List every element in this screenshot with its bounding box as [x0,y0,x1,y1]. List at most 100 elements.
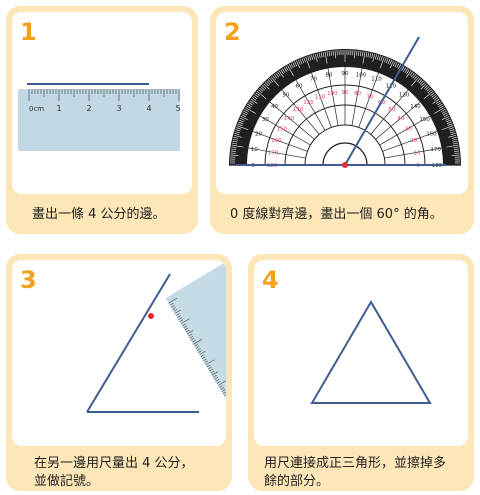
ruler-tick [200,354,205,357]
protractor-tick [288,64,292,69]
protractor-tick [354,50,356,59]
protractor-outer-label: 80 [326,72,333,78]
protractor-tick [237,123,243,126]
protractor-outer-label: 110 [371,77,382,83]
ruler-tick [178,317,183,320]
step-number: 1 [20,18,37,46]
protractor-radial [311,72,332,128]
protractor-tick [241,114,247,118]
protractor-tick [412,74,417,79]
protractor-inner-label: 130 [293,107,304,113]
protractor-tick [447,123,453,126]
protractor-tick [416,78,421,83]
protractor-tick [439,105,444,109]
protractor-tick [334,50,336,59]
protractor-radial [259,115,311,146]
protractor-tick [453,148,459,150]
protractor-tick [232,142,238,145]
protractor-tick [264,82,269,87]
protractor-outer-label: 40 [271,104,278,110]
ruler-tick [194,344,199,347]
protractor-tick [384,57,387,63]
protractor-tick [297,59,301,65]
ruler-label-5: 5 [175,104,180,113]
ruler-tick [170,305,175,308]
ruler-tick [189,335,194,339]
ruler-measure-illustration: 0cm [86,263,226,413]
protractor-tick [307,56,310,62]
ruler-tick [206,364,211,368]
protractor-tick [450,133,456,135]
protractor-outer-label: 150 [419,117,430,123]
protractor-tick [376,54,379,60]
step-1-card: 0cm 1 2 3 4 5 1 畫出一條 4 公分的邊。 [6,6,198,234]
protractor-tick [294,61,298,67]
protractor-tick [379,56,385,69]
protractor-inner-label: 170 [268,150,279,156]
protractor-tick [243,110,249,114]
protractor-tick [328,51,330,57]
protractor-tick [380,56,383,62]
protractor-tick [258,89,263,94]
protractor-radial [351,68,363,126]
protractor-inner-label: 100 [327,91,338,97]
protractor-outer-label: 30 [262,117,269,123]
step-4-caption-line-2: 餘的部分。 [264,474,330,489]
protractor-tick [356,50,358,56]
protractor-tick [454,150,460,152]
protractor-tick [375,54,377,60]
protractor-tick [330,50,332,56]
ruler-tick [203,358,207,362]
protractor-tick [378,55,381,61]
protractor-inner-label: 90 [342,90,349,96]
ruler-tick [216,381,221,384]
protractor-radial [295,79,326,131]
protractor-tick [431,93,436,98]
ruler-tick [175,313,180,316]
step-2-panel: 0102030405060708090100110120130140150160… [216,12,468,194]
step-4-panel [254,260,468,446]
protractor-tick [437,102,442,106]
protractor-tick [273,74,278,79]
protractor-tick [413,75,418,80]
protractor-tick [314,53,318,62]
protractor-tick [423,90,434,100]
protractor-tick [255,92,260,97]
protractor-tick [246,105,251,109]
ruler [18,89,180,151]
protractor-tick [372,53,376,62]
protractor-tick [441,110,447,114]
protractor-tick [235,129,241,132]
protractor-tick [278,70,284,78]
protractor-tick [432,98,440,104]
protractor-tick [454,152,460,154]
protractor-tick [441,125,454,131]
protractor-tick [231,146,237,149]
protractor-tick [283,67,287,72]
ruler-tick [174,309,181,314]
protractor-tick [230,150,236,152]
ruler-tick [193,339,202,345]
protractor-tick [267,79,272,84]
ruler-tick [188,333,192,337]
ruler-tick [222,391,226,394]
ruler [165,263,226,408]
protractor-tick [234,131,240,134]
measure-mark [148,313,154,319]
ruler-tick [195,346,200,349]
ruler-tick [190,337,195,341]
protractor-tick [434,107,445,114]
protractor-radial [370,89,409,135]
protractor-tick [451,136,457,139]
protractor-tick [326,51,329,57]
equilateral-triangle [310,300,432,404]
protractor-tick [410,76,420,87]
protractor-tick [419,80,424,85]
protractor-inner-label: 70 [366,94,373,100]
protractor-tick [451,154,460,156]
protractor-radial [375,101,421,140]
protractor-tick [269,78,274,83]
protractor-tick [446,121,452,125]
protractor-tick [445,117,451,121]
drawn-60-degree-ray [86,273,171,413]
